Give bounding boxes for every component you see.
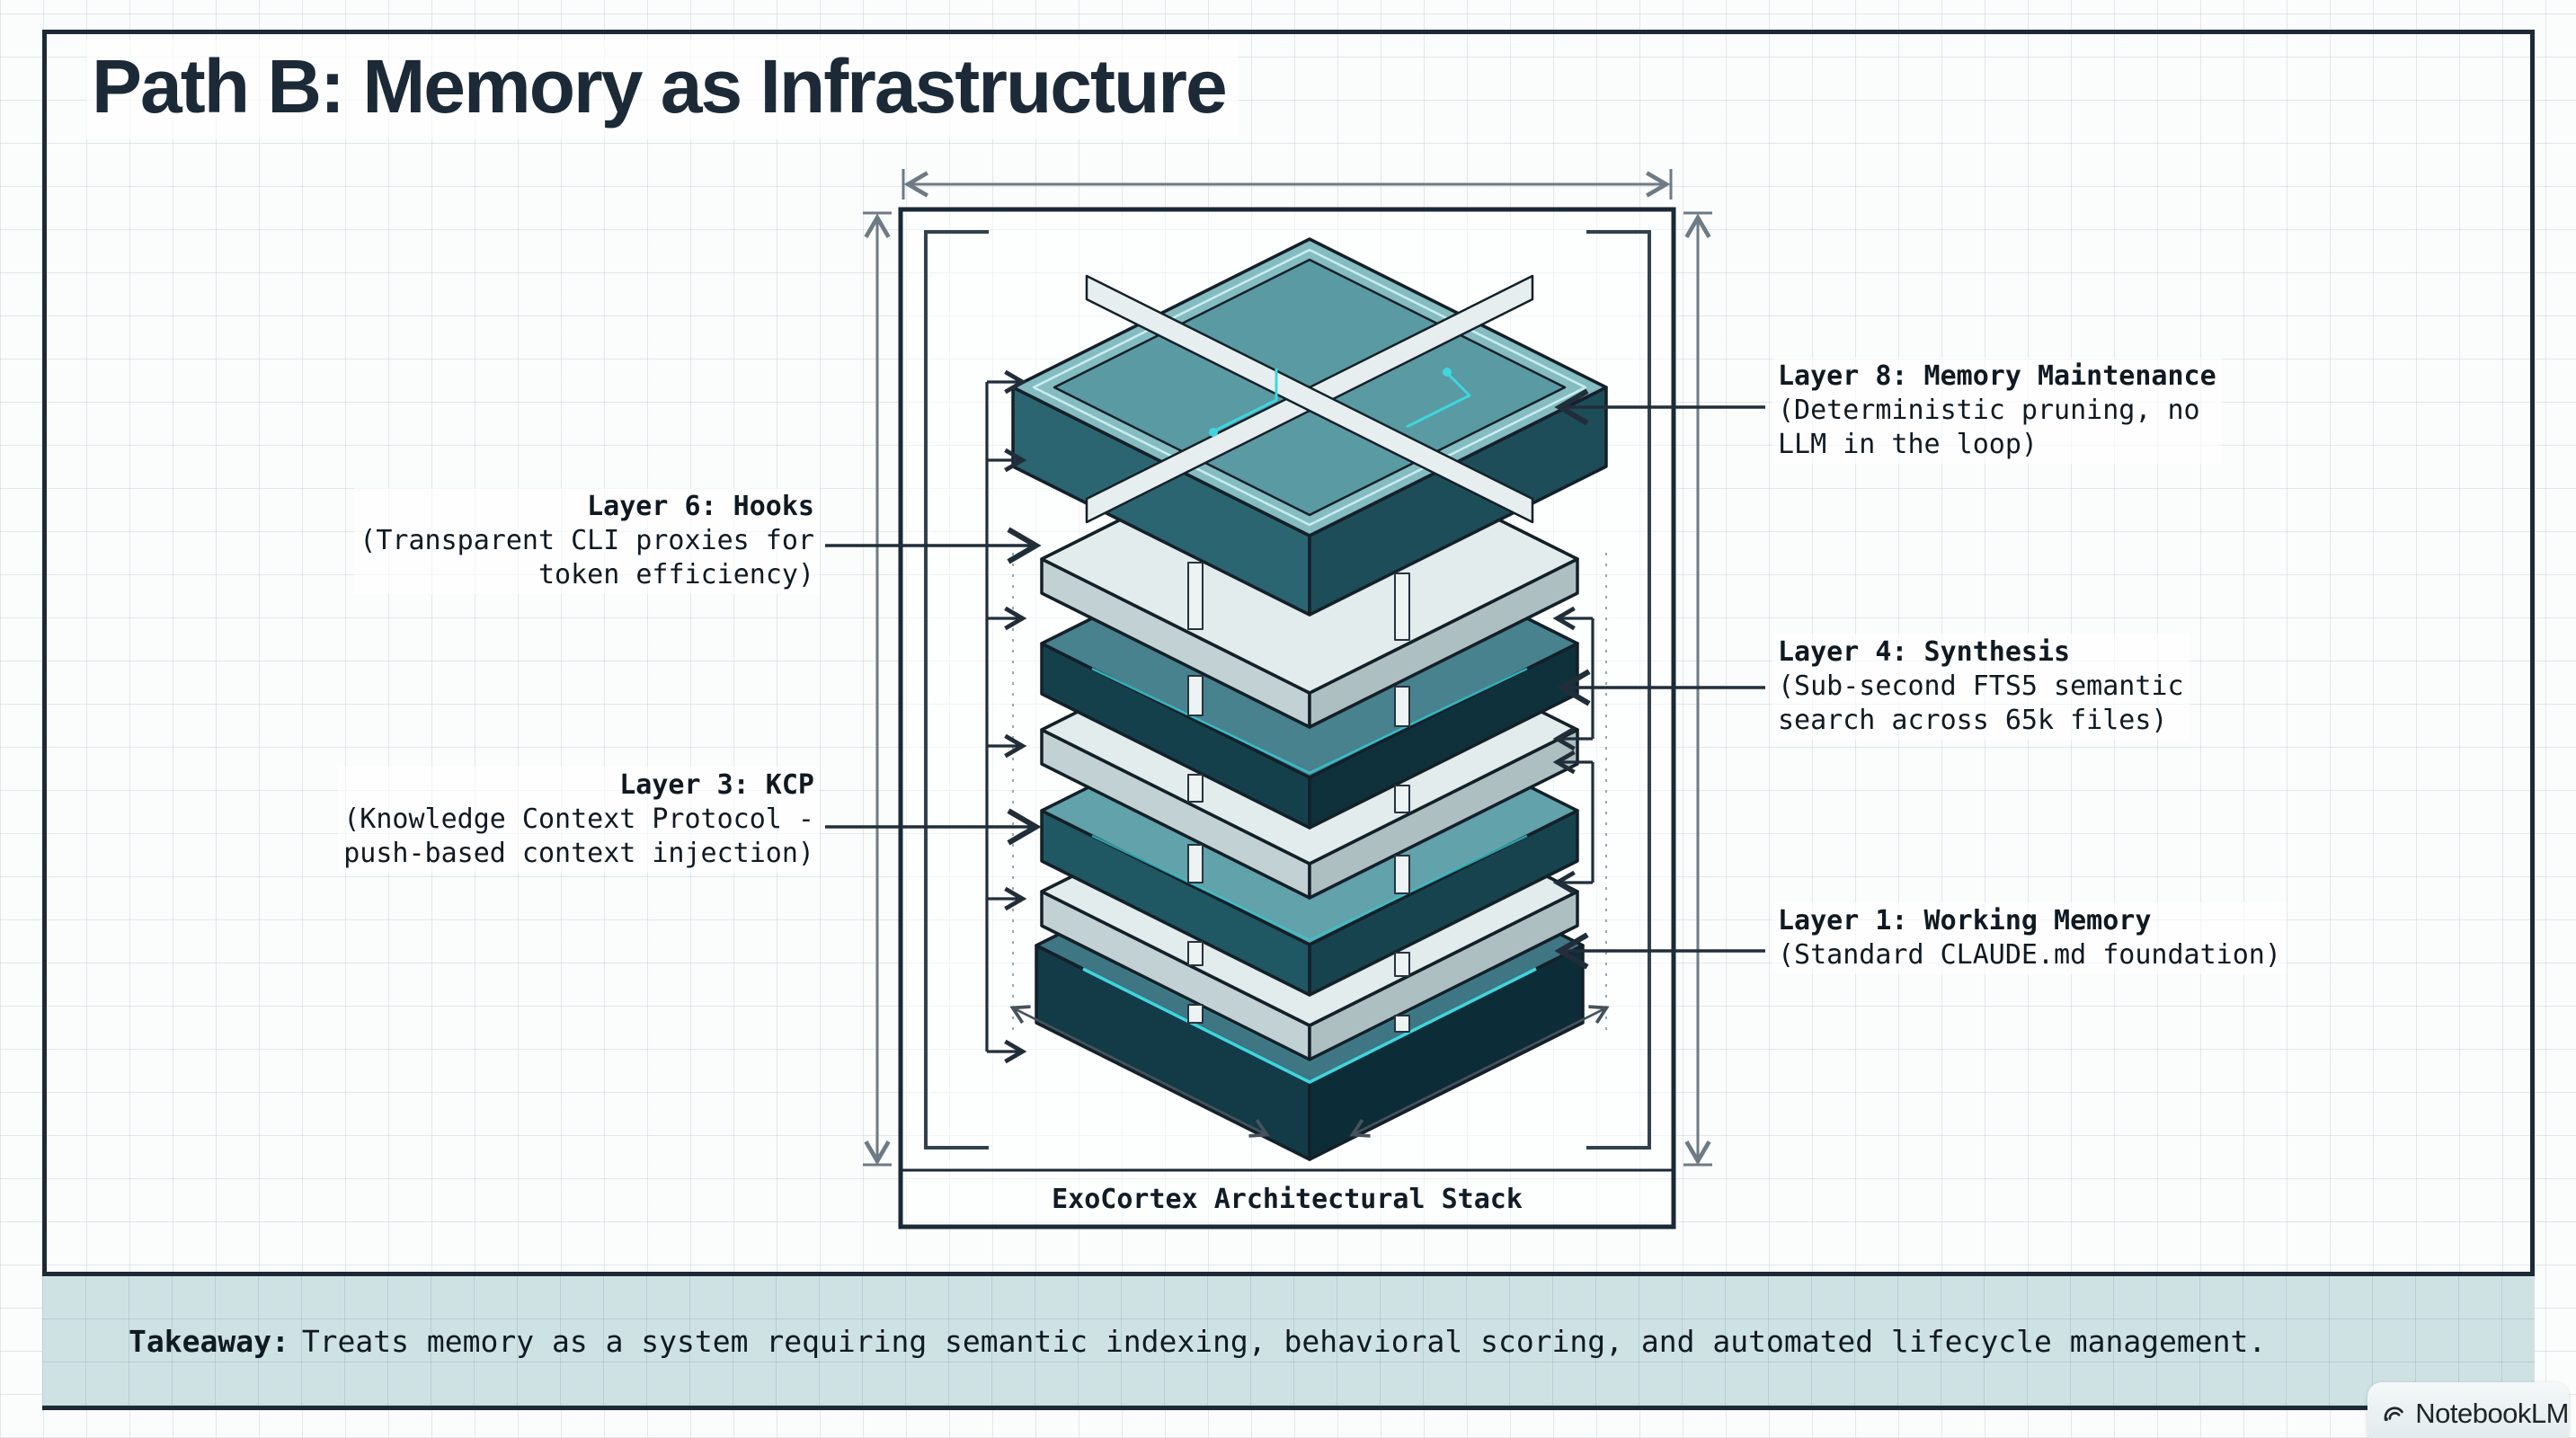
callout-layer-6-desc: (Transparent CLI proxies for xyxy=(360,525,814,556)
slab-teal xyxy=(1040,675,1579,997)
page-title: Path B: Memory as Infrastructure xyxy=(86,40,1239,139)
support-pillars xyxy=(1187,562,1410,1033)
slab-spacer xyxy=(1040,756,1579,1061)
diagram-caption: ExoCortex Architectural Stack xyxy=(1052,1183,1523,1215)
callout-layer-8-desc: (Deterministic pruning, no xyxy=(1778,395,2200,426)
bottom-edge-dimensions xyxy=(1009,1005,1610,1138)
callout-layer-4-desc: (Sub-second FTS5 semantic xyxy=(1778,670,2184,702)
callout-layer-8-title: Layer 8: Memory Maintenance xyxy=(1778,360,2216,392)
notebooklm-brand-label: NotebookLM xyxy=(2415,1398,2569,1429)
callout-layer-4-title: Layer 4: Synthesis xyxy=(1778,636,2071,668)
callout-layer-3-title: Layer 3: KCP xyxy=(619,769,814,801)
callout-layer-1: Layer 1: Working Memory (Standard CLAUDE… xyxy=(1772,902,2287,974)
callout-layer-3: Layer 3: KCP (Knowledge Context Protocol… xyxy=(338,767,820,873)
drawing-frame-box xyxy=(898,207,1676,1229)
callout-layer-8: Layer 8: Memory Maintenance (Determinist… xyxy=(1772,358,2222,464)
corner-brackets xyxy=(924,230,1651,1150)
slab-spacer xyxy=(1040,423,1579,729)
callout-layer-1-desc: (Standard CLAUDE.md foundation) xyxy=(1778,939,2281,971)
callout-layer-3-desc: push-based context injection) xyxy=(343,838,814,869)
slab-top-tray xyxy=(1011,237,1608,617)
notebooklm-watermark: NotebookLM xyxy=(2367,1382,2569,1438)
callout-layer-4: Layer 4: Synthesis (Sub-second FTS5 sema… xyxy=(1772,634,2190,740)
extent-guides xyxy=(1012,553,1607,1038)
dimension-lines xyxy=(863,169,1712,1167)
takeaway-text-row: Takeaway: Treats memory as a system requi… xyxy=(129,1324,2266,1359)
callout-layer-6-title: Layer 6: Hooks xyxy=(587,491,814,522)
slab-foundation xyxy=(1035,807,1585,1161)
callout-layer-8-desc: LLM in the loop) xyxy=(1778,429,2038,460)
callout-layer-6-desc: token efficiency) xyxy=(537,559,814,590)
takeaway-label: Takeaway: xyxy=(129,1323,289,1359)
callout-layer-3-desc: (Knowledge Context Protocol - xyxy=(343,803,814,835)
takeaway-banner: Takeaway: Treats memory as a system requi… xyxy=(42,1272,2535,1410)
callout-layer-1-title: Layer 1: Working Memory xyxy=(1778,905,2152,936)
slab-spacer xyxy=(1040,594,1579,900)
stack-slabs xyxy=(1011,237,1608,1161)
right-layer-brackets xyxy=(1552,606,1594,895)
notebooklm-logo-icon xyxy=(2384,1407,2403,1422)
leader-arrows xyxy=(825,388,1765,970)
takeaway-text: Treats memory as a system requiring sema… xyxy=(301,1323,2267,1359)
left-layer-comb xyxy=(985,369,1027,1064)
slab-dark xyxy=(1040,508,1579,830)
callout-layer-6: Layer 6: Hooks (Transparent CLI proxies … xyxy=(354,488,820,594)
callout-layer-4-desc: search across 65k files) xyxy=(1778,705,2168,736)
